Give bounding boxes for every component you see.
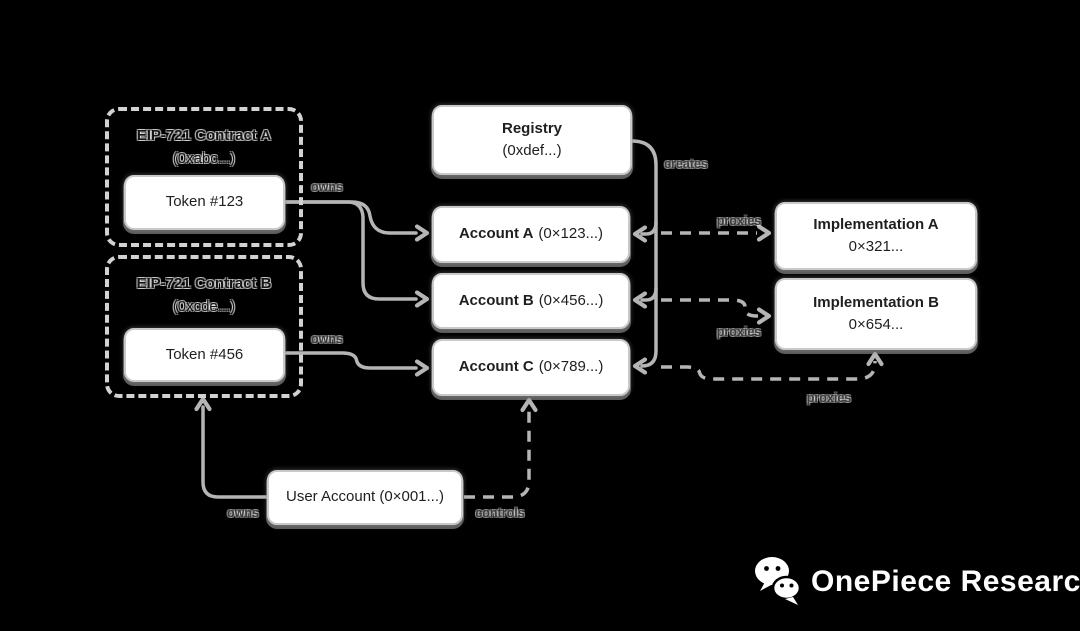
node-title: Registry — [501, 119, 563, 137]
node-token-456: Token #456 — [124, 328, 285, 382]
node-address: (0xdef...) — [502, 142, 562, 159]
edge-proxies-accountC — [661, 361, 877, 381]
arrowhead-icon — [414, 359, 430, 377]
edge-label-proxies-a: proxies — [716, 214, 762, 228]
node-user-account: User Account (0×001...) — [267, 470, 463, 525]
edge-owns-user-contractB — [201, 405, 269, 499]
arrowhead-icon — [866, 351, 884, 367]
node-title: Implementation A — [813, 215, 939, 233]
node-address: 0×321... — [848, 238, 904, 255]
edge-owns-token456-accountC — [284, 351, 418, 370]
node-title: EIP-721 Contract B — [136, 275, 272, 292]
edge-creates-accountA — [640, 220, 658, 236]
edge-label-owns-user: owns — [227, 506, 259, 520]
node-account-c: Account C (0×789...) — [432, 339, 630, 396]
node-title: Account A — [458, 225, 534, 243]
arrowhead-icon — [414, 290, 430, 308]
node-title: Account B — [458, 291, 534, 309]
node-title: Implementation B — [813, 293, 939, 311]
edge-label-creates: creates — [664, 157, 708, 171]
edge-label-owns-token456: owns — [311, 332, 343, 346]
edge-controls-user-accountC — [464, 409, 531, 499]
node-token-123: Token #123 — [124, 175, 285, 230]
arrowhead-icon — [756, 307, 772, 325]
arrowhead-icon — [632, 225, 648, 243]
node-address: (0×456...) — [538, 291, 604, 309]
edge-proxies-accountB — [661, 298, 758, 318]
node-label: Token #456 — [165, 345, 244, 363]
node-title: EIP-721 Contract A — [136, 127, 272, 144]
edge-label-proxies-b: proxies — [716, 325, 762, 339]
node-address: (0×789...) — [538, 358, 604, 376]
edge-owns-token123-accountA — [284, 200, 418, 235]
arrowhead-icon — [520, 397, 538, 413]
arrowhead-icon — [756, 224, 772, 242]
node-implementation-a: Implementation A 0×321... — [775, 202, 977, 270]
edge-creates-main — [630, 139, 658, 368]
edge-label-owns-token123: owns — [311, 180, 343, 194]
node-implementation-b: Implementation B 0×654... — [775, 278, 977, 350]
node-address: (0×123...) — [538, 225, 604, 243]
node-address: (0xabc...) — [172, 149, 236, 167]
edge-owns-token123-accountB — [284, 200, 418, 301]
arrowhead-icon — [194, 396, 212, 412]
node-address: 0×654... — [848, 316, 904, 333]
edge-creates-accountB — [640, 286, 658, 302]
node-account-b: Account B (0×456...) — [432, 273, 630, 329]
edge-label-controls: controls — [475, 506, 525, 520]
node-label: Token #123 — [165, 193, 244, 211]
node-eip721-contract-a: EIP-721 Contract A (0xabc...) — [105, 107, 303, 247]
arrowhead-icon — [632, 291, 648, 309]
brand-text: OnePiece Research — [811, 565, 1080, 598]
footer-brand: OnePiece Research — [753, 556, 1080, 608]
node-account-a: Account A (0×123...) — [432, 206, 630, 263]
wechat-icon — [755, 557, 801, 605]
node-eip721-contract-b: EIP-721 Contract B (0xcde...) — [105, 255, 303, 398]
node-registry: Registry (0xdef...) — [432, 105, 632, 175]
node-label: User Account (0×001...) — [286, 488, 444, 506]
edge-label-proxies-c: proxies — [806, 391, 852, 405]
arrowhead-icon — [414, 224, 430, 242]
arrowhead-icon — [632, 357, 648, 375]
node-address: (0xcde...) — [172, 297, 236, 315]
node-title: Account C — [458, 358, 534, 376]
